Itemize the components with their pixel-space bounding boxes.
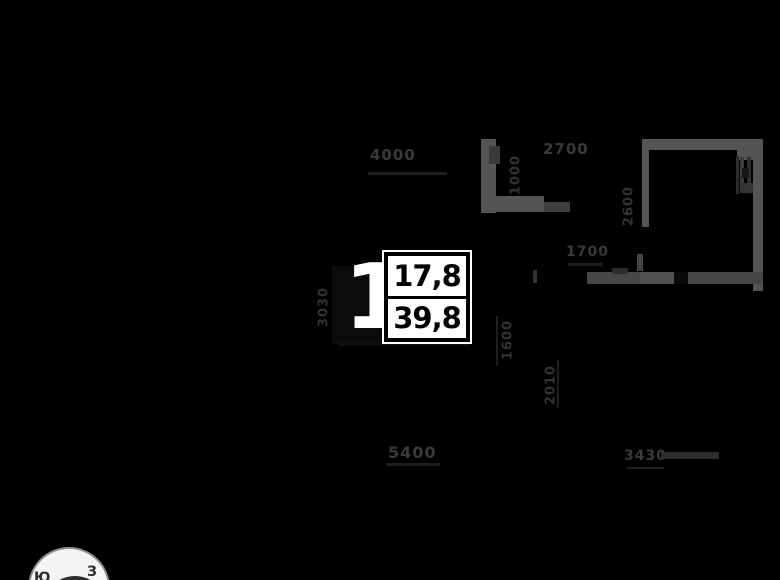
wall-room-left (642, 139, 649, 227)
door-opening (674, 272, 688, 284)
wall-entry-extension (544, 202, 570, 212)
window-icon (736, 156, 739, 194)
dim-line-mid-width (568, 263, 602, 266)
compass-rose: Ю З (28, 547, 110, 580)
wall-room-right (753, 139, 763, 291)
dim-bottom-right-width: 3430 (624, 448, 667, 464)
unit-number-backdrop (332, 266, 390, 344)
dim-line-inner-b (557, 360, 559, 408)
dim-left-window: 3030 (316, 286, 332, 328)
compass-west-label: З (87, 564, 97, 580)
door-swing (612, 268, 628, 274)
window-sill (741, 183, 753, 193)
wall-bottom-right (661, 452, 719, 459)
wall-stub-b (533, 270, 537, 283)
window-latch-icon (742, 168, 749, 178)
dim-top-width: 4000 (370, 146, 416, 164)
wall-entry-notch (489, 146, 500, 164)
dim-line-inner-a (496, 316, 498, 366)
dim-line-top-width (368, 172, 447, 175)
card-shadow-bar (338, 341, 470, 346)
compass-south-label: Ю (34, 570, 51, 580)
wall-stub-a (637, 254, 643, 271)
wall-room-top (642, 139, 763, 150)
unit-living-area: 17,8 (388, 256, 466, 299)
window-icon (747, 157, 751, 193)
dim-room-depth: 2600 (621, 185, 637, 227)
dim-line-bottom-width (386, 463, 440, 466)
wall-entry-horizontal (481, 196, 544, 212)
wall-room-bottom-segment (640, 272, 674, 284)
dim-line-bottom-right (627, 467, 664, 469)
dim-bottom-width: 5400 (388, 443, 437, 462)
dim-entry-depth: 1000 (508, 154, 524, 196)
dim-mid-width: 1700 (566, 244, 609, 260)
dim-hall-width: 2700 (543, 140, 589, 158)
unit-area-card: 17,8 39,8 (384, 252, 470, 342)
dim-inner-b: 2010 (543, 364, 559, 406)
unit-total-area: 39,8 (393, 301, 462, 336)
dim-inner-a: 1600 (500, 319, 516, 361)
